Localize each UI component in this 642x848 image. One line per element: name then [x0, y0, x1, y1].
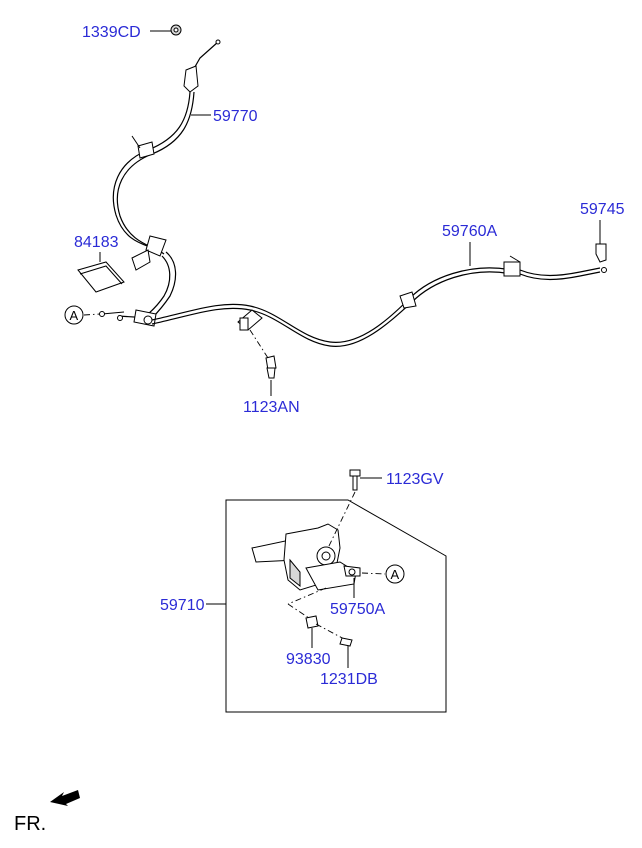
label-59745[interactable]: 59745	[580, 201, 625, 218]
label-59750A[interactable]: 59750A	[330, 601, 385, 618]
nut-1339CD	[170, 24, 182, 36]
cable-59770	[112, 39, 221, 319]
front-label: FR.	[14, 813, 46, 835]
callout-a-lower: A	[361, 564, 405, 584]
bolt-1123GV	[327, 469, 361, 549]
pad-84183	[77, 261, 125, 293]
label-59760A[interactable]: 59760A	[442, 223, 497, 240]
label-1339CD[interactable]: 1339CD	[82, 24, 141, 41]
callout-a-upper-text: A	[70, 308, 79, 323]
front-indicator: FR.	[14, 790, 80, 835]
cable-59760A	[151, 255, 607, 347]
bolt-1123AN	[249, 329, 277, 379]
label-1123GV[interactable]: 1123GV	[386, 471, 444, 488]
arrow-icon	[50, 790, 80, 806]
label-93830[interactable]: 93830	[286, 651, 331, 668]
label-1123AN[interactable]: 1123AN	[243, 399, 300, 416]
bolt-1231DB	[339, 637, 353, 647]
callout-a-lower-text: A	[391, 567, 400, 582]
parking-lever-59710	[251, 523, 361, 591]
callout-a-upper: A	[64, 305, 101, 325]
label-1231DB[interactable]: 1231DB	[320, 671, 378, 688]
label-59710[interactable]: 59710	[160, 597, 205, 614]
label-84183[interactable]: 84183	[74, 234, 119, 251]
lever-housing-frame	[225, 499, 447, 713]
clip-93830	[287, 587, 347, 641]
bracket-59745	[595, 243, 607, 263]
label-59770[interactable]: 59770	[213, 108, 258, 125]
equalizer-link	[99, 309, 157, 327]
